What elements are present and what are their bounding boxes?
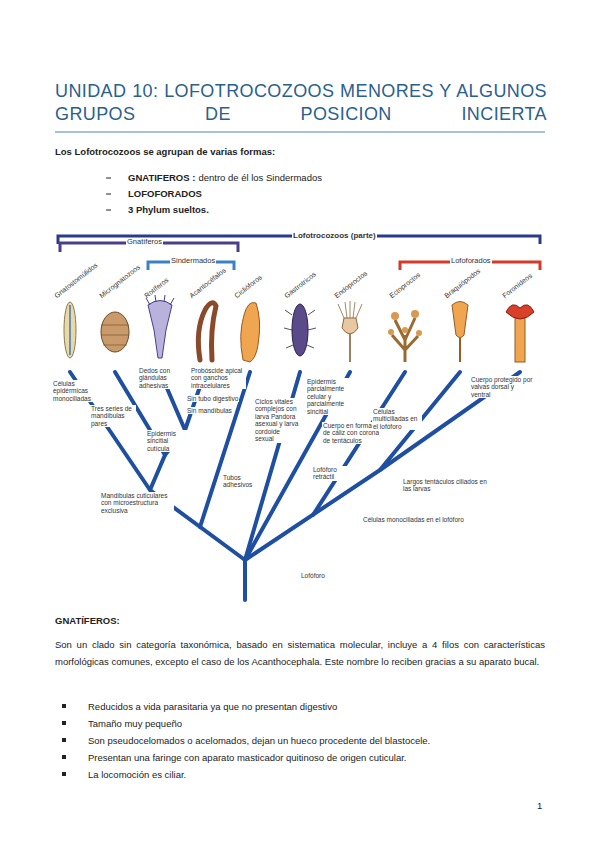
taxon-name: Foronídeos: [501, 272, 534, 300]
taxon-name: Micrognatozoos: [98, 263, 142, 300]
body-paragraph: Son un clado sin categoría taxonómica, b…: [55, 637, 545, 670]
character-label: Sin mandíbulas: [186, 407, 233, 414]
bullet-text: Presentan una faringe con aparato mastic…: [88, 752, 548, 763]
taxon-name: Braquiópodos: [443, 267, 482, 300]
taxon-name: Rotíferos: [143, 276, 170, 300]
intro-text: Los Lofotrocozoos se agrupan de varias f…: [55, 146, 545, 157]
taxon-name: Endoproctos: [333, 270, 369, 301]
character-label: Células monociliadas en el lofóforo: [362, 516, 474, 523]
clade-label: Lofoforados: [450, 257, 492, 266]
character-label: Mandíbulas cuticulares con microestructu…: [100, 492, 174, 514]
page-number: 1: [537, 800, 542, 811]
clade-brackets: [58, 236, 540, 270]
bullet-text: LOFOFORADOS: [128, 188, 202, 199]
taxon-name: Gastrotricos: [283, 270, 318, 300]
taxon-name: Ectoproctos: [388, 271, 422, 300]
clade-label: Lofotrocozoos (parte): [292, 231, 377, 240]
bullet-text: Reducidos a vida parasitaria ya que no p…: [88, 701, 548, 712]
clade-label: Gnatíferos: [126, 238, 163, 247]
character-label: Lofóforo retráctil: [312, 466, 354, 481]
character-label: Tres series de mandíbulas pares: [90, 405, 136, 427]
character-label: Células epidérmicas monociliadas: [52, 380, 98, 402]
bullet-text: Tamaño muy pequeño: [88, 718, 548, 729]
bullet-text: dentro de él los Sindermados: [198, 172, 322, 183]
section-heading: GNATÍFEROS:: [55, 615, 120, 626]
dash-bullets: [106, 178, 111, 210]
bullet-text: Son pseudocelomados o acelomados, dejan …: [88, 735, 548, 746]
taxon-name: Ciclióforos: [233, 274, 264, 300]
bullet-text: GNATIFEROS :: [128, 172, 195, 183]
character-label: Probóscide apical con ganchos intracelul…: [190, 367, 246, 389]
cladogram-tree: [70, 372, 520, 600]
bullet-text: 3 Phylum sueltos.: [128, 204, 209, 215]
character-label: Cuerpo protegido por valvas dorsal y ven…: [470, 376, 534, 398]
character-label: Largos tentáculos ciliados en las larvas: [402, 478, 496, 493]
character-label: Células multiciliadas en el lofóforo: [372, 408, 422, 430]
character-label: Tubos adhesivos: [222, 474, 260, 489]
animal-illustrations: [64, 295, 534, 362]
character-label: Lofóforo: [300, 572, 326, 579]
character-label: Dedos con glándulas adhesivas: [138, 367, 178, 389]
square-bullets: [62, 704, 66, 776]
character-label: Ciclos vitales complejos con larva Pando…: [254, 398, 300, 443]
taxon-name: Gnatostomúlidos: [53, 261, 99, 300]
page-title: UNIDAD 10: LOFOTROCOZOOS MENORES Y ALGUN…: [55, 80, 547, 127]
title-rule: [55, 132, 545, 133]
taxon-name: Acantocéfalos: [188, 267, 228, 300]
character-label: Epidermis sincitial cutícula: [146, 430, 188, 452]
clade-label: Sindermados: [170, 257, 216, 266]
bullet-text: La locomoción es ciliar.: [88, 769, 548, 780]
character-label: Epidermis parcialmente celular y parcial…: [306, 378, 362, 415]
character-label: Sin tubo digestivo: [186, 395, 239, 402]
